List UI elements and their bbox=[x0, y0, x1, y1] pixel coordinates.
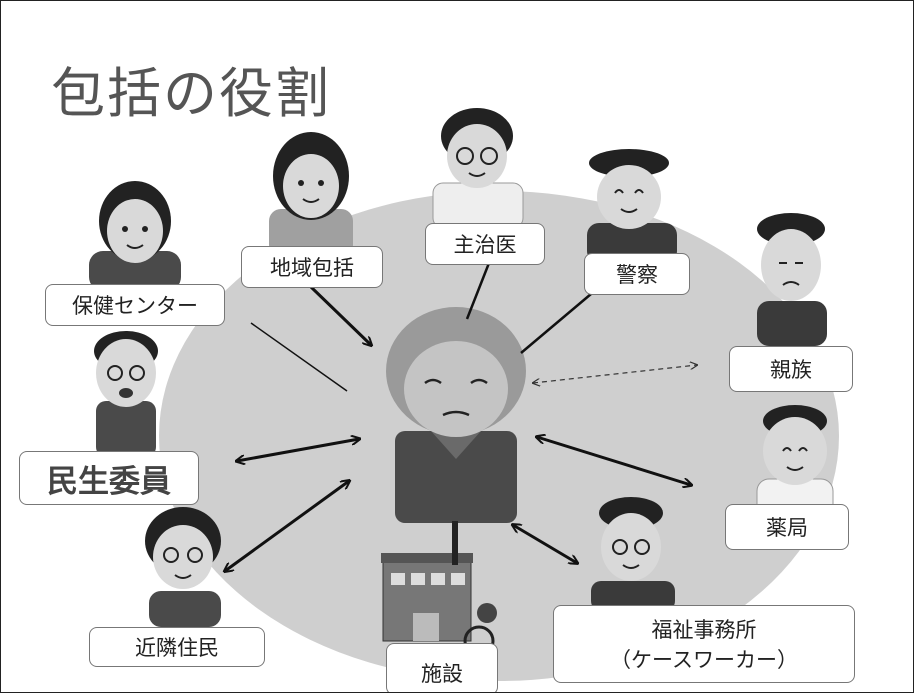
line-doctor bbox=[465, 262, 491, 320]
label-pharmacy: 薬局 bbox=[725, 504, 849, 550]
arrow-welfare-commissioner bbox=[237, 439, 359, 461]
arrow-neighbor bbox=[225, 481, 349, 571]
elderly-person-icon bbox=[386, 307, 526, 565]
label-doctor: 主治医 bbox=[425, 223, 545, 265]
person-relative-icon bbox=[757, 213, 827, 346]
slide-title: 包括の役割 bbox=[51, 62, 331, 125]
label-welfare-commissioner: 民生委員 bbox=[19, 451, 199, 505]
facility-building-icon bbox=[381, 553, 497, 657]
arrow-relative-dashed bbox=[533, 365, 697, 383]
person-regional-center-icon bbox=[269, 132, 353, 257]
person-health-center-icon bbox=[89, 181, 181, 291]
person-doctor-icon bbox=[432, 108, 524, 229]
person-neighbor-icon bbox=[145, 507, 221, 627]
label-police: 警察 bbox=[584, 253, 690, 295]
label-welfare-office: 福祉事務所 （ケースワーカー） bbox=[553, 605, 855, 683]
welfare-office-name: 福祉事務所 bbox=[651, 618, 757, 642]
arrow-regional-center bbox=[309, 285, 371, 345]
label-neighbor: 近隣住民 bbox=[89, 627, 265, 667]
arrow-pharmacy bbox=[537, 437, 691, 485]
person-caseworker-icon bbox=[591, 497, 675, 611]
label-facility: 施設 bbox=[386, 643, 498, 692]
label-regional-center: 地域包括 bbox=[241, 246, 383, 288]
arrow-caseworker bbox=[513, 525, 577, 563]
label-health-center: 保健センター bbox=[45, 284, 225, 326]
label-relative: 親族 bbox=[729, 346, 853, 392]
person-pharmacist-icon bbox=[756, 405, 834, 520]
line-police bbox=[520, 293, 592, 354]
welfare-office-caseworker: （ケースワーカー） bbox=[610, 648, 798, 672]
person-welfare-commissioner-icon bbox=[94, 331, 158, 457]
line-health-center bbox=[250, 322, 348, 392]
person-police-icon bbox=[587, 149, 677, 263]
